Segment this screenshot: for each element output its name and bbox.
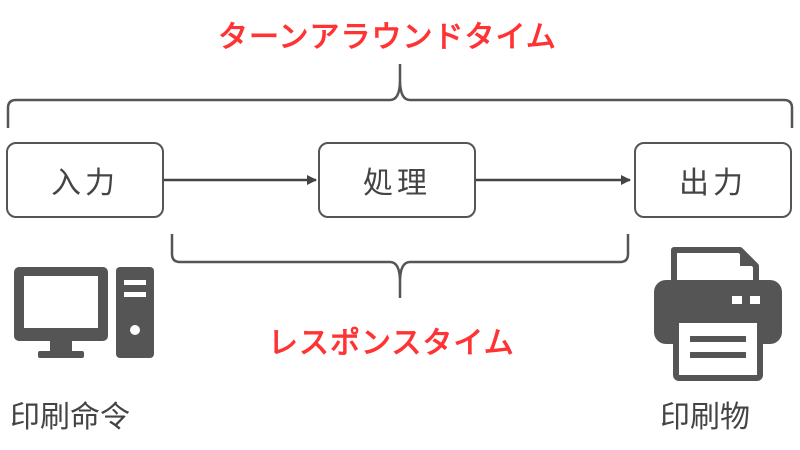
printer-icon [654, 247, 782, 381]
response-time-label: レスポンスタイム [268, 326, 515, 361]
response-brace [170, 234, 630, 298]
print-command-caption: 印刷命令 [10, 400, 130, 435]
process-box: 処理 [318, 142, 476, 218]
output-box: 出力 [634, 142, 792, 218]
printout-caption: 印刷物 [660, 400, 750, 435]
computer-icon [14, 267, 154, 358]
turnaround-time-label: ターンアラウンドタイム [218, 20, 557, 55]
input-box: 入力 [6, 142, 164, 218]
turnaround-brace [6, 64, 794, 128]
